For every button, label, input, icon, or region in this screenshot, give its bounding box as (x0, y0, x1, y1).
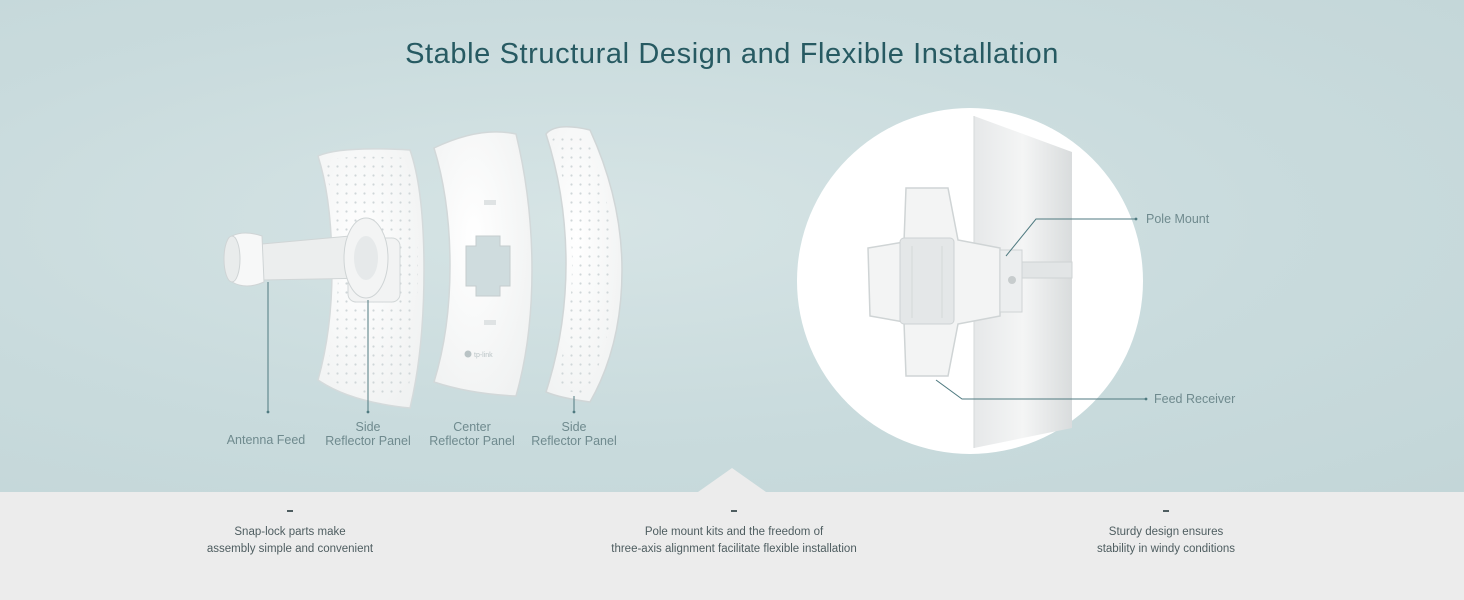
page-title: Stable Structural Design and Flexible In… (405, 38, 1059, 70)
feature-dash (731, 510, 737, 512)
part-label-line: Reflector Panel (429, 434, 515, 448)
part-leader-lines (267, 282, 575, 412)
svg-text:tp-link: tp-link (474, 352, 493, 359)
feature-line: Pole mount kits and the freedom of (644, 525, 824, 538)
part-label-side-reflector-right: Side Reflector Panel (514, 420, 634, 448)
feature-line: assembly simple and convenient (206, 543, 374, 555)
part-label-line: Side (355, 420, 381, 434)
part-label-center-reflector: Center Reflector Panel (412, 420, 532, 448)
feature-snap-lock: Snap-lock parts make assembly simple and… (150, 510, 430, 559)
feature-line: Sturdy design ensures (1108, 525, 1224, 538)
feature-dash (1163, 510, 1169, 512)
feature-line: Snap-lock parts make (234, 525, 346, 538)
feature-line: three-axis alignment facilitate flexible… (611, 543, 857, 555)
side-reflector-panel-right (545, 126, 623, 403)
tp-link-logo: tp-link (464, 350, 493, 359)
pole-mount-detail (797, 108, 1143, 454)
part-label-line: Reflector Panel (325, 434, 411, 448)
callout-feed-receiver: Feed Receiver (1154, 392, 1236, 406)
feature-pole-mount: Pole mount kits and the freedom of three… (554, 510, 914, 559)
feature-line: stability in windy conditions (1096, 543, 1236, 555)
callout-pole-mount: Pole Mount (1146, 212, 1210, 226)
mount-bracket (867, 187, 1023, 377)
center-reflector-panel: tp-link (433, 131, 533, 397)
part-label-line: Reflector Panel (531, 434, 617, 448)
part-leader-dots (266, 410, 576, 414)
part-label-antenna-feed: Antenna Feed (206, 433, 326, 447)
feature-sturdy-design: Sturdy design ensures stability in windy… (1026, 510, 1306, 559)
part-label-line: Side (561, 420, 587, 434)
part-label-line: Center (453, 420, 491, 434)
part-label-side-reflector-left: Side Reflector Panel (308, 420, 428, 448)
callout-leader-dots (1134, 217, 1148, 401)
antenna-feed (223, 217, 389, 299)
product-illustration: tp-link (223, 108, 1148, 454)
pointer-notch (698, 468, 766, 492)
callout-leader-lines (935, 218, 1146, 400)
feature-dash (287, 510, 293, 512)
part-label-line: Antenna Feed (226, 433, 306, 447)
